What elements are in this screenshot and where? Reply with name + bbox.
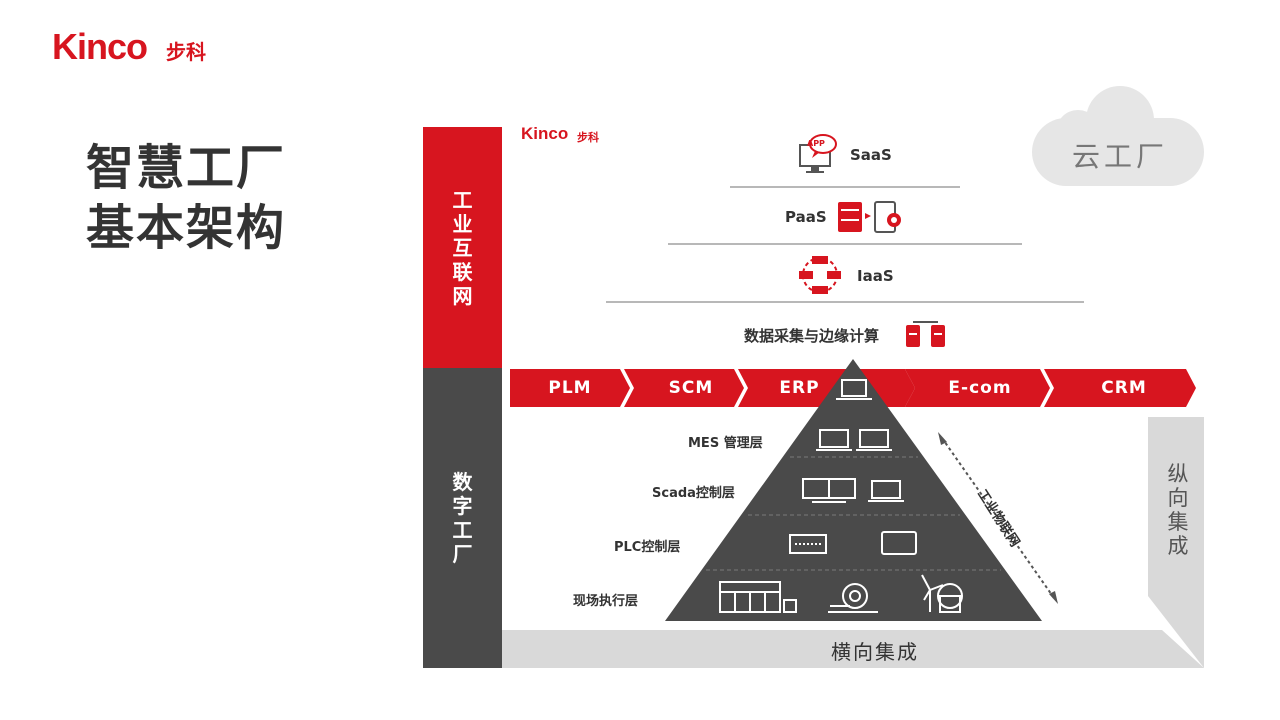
horizontal-integration-label: 横向集成 xyxy=(831,640,919,664)
laptop-icon xyxy=(836,379,872,400)
vertical-integration-label: 纵 向 集 成 xyxy=(1167,462,1189,558)
layer-scada: Scada控制层 xyxy=(652,486,735,501)
flow-erp: ERP xyxy=(779,378,820,398)
flow-crm: CRM xyxy=(1101,378,1147,398)
layer-mes: MES 管理层 xyxy=(688,436,763,451)
wind-turbine-icon xyxy=(921,574,963,613)
tablet-gear-icon xyxy=(874,201,901,233)
pyramid xyxy=(665,359,1042,621)
digital-factory-bar xyxy=(423,368,502,668)
vertical-integration-bar xyxy=(1148,417,1204,668)
industrial-internet-bar xyxy=(423,127,502,368)
cloud-factory-label: 云工厂 xyxy=(1071,140,1168,173)
server-icon xyxy=(838,202,871,232)
iaas-label: IaaS xyxy=(857,267,894,285)
edge-servers-icon xyxy=(906,321,945,347)
page-title-line1: 智慧工厂 xyxy=(86,140,287,196)
kinco-logo: Kinco xyxy=(52,26,148,67)
digital-factory-label: 数 字 工 厂 xyxy=(452,470,473,566)
monitor-icon xyxy=(802,478,904,503)
flow-arrows xyxy=(510,369,1196,407)
small-kinco-logo: Kinco xyxy=(521,124,569,143)
flow-scm: SCM xyxy=(668,378,714,398)
cloud-shape xyxy=(1032,86,1204,186)
iot-arrow xyxy=(938,432,1058,604)
layer-plc: PLC控制层 xyxy=(614,540,681,555)
monitor-app-icon xyxy=(799,134,837,173)
page-title-line2: 基本架构 xyxy=(86,200,287,256)
industrial-internet-label: 工 业 互 联 网 xyxy=(452,187,473,308)
flow-plm: PLM xyxy=(548,378,592,398)
layer-field: 现场执行层 xyxy=(573,594,639,609)
edge-computing-label: 数据采集与边缘计算 xyxy=(744,327,880,345)
network-servers-icon xyxy=(799,256,841,294)
robot-arm-icon xyxy=(828,583,878,613)
horizontal-integration-bar xyxy=(502,630,1204,668)
production-line-icon xyxy=(719,581,797,613)
saas-label: SaaS xyxy=(850,146,892,164)
flow-ecom: E-com xyxy=(948,378,1012,398)
kinco-logo-cn: 步科 xyxy=(166,40,206,64)
hmi-icon xyxy=(881,531,917,555)
app-badge: APP xyxy=(807,139,825,148)
paas-label: PaaS xyxy=(785,208,827,226)
plc-icon xyxy=(789,534,827,554)
laptop-icon xyxy=(816,429,892,451)
small-kinco-logo-cn: 步科 xyxy=(577,131,599,144)
